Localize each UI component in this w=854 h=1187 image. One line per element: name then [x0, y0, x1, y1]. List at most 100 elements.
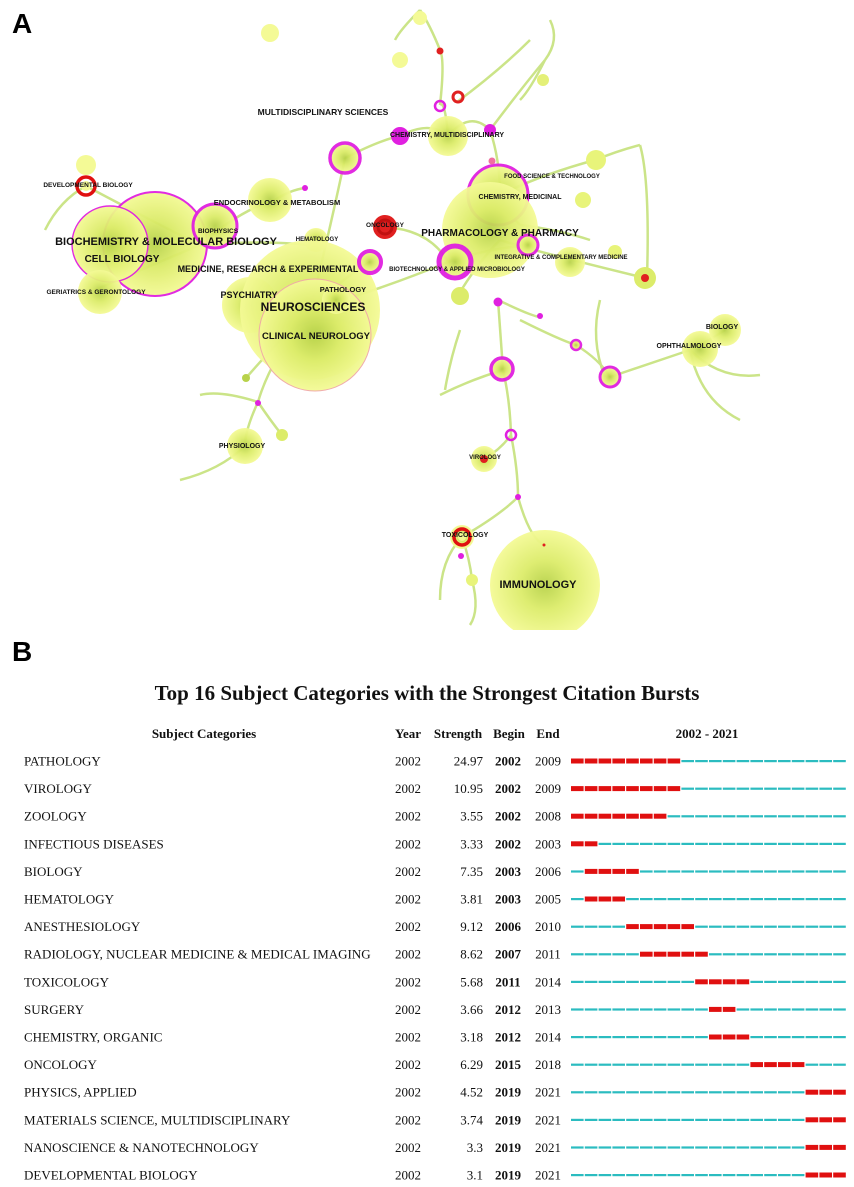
- network-node: [489, 356, 515, 382]
- table-header: Subject Categories Year Strength Begin E…: [152, 726, 739, 741]
- baseline-segment: [695, 1091, 708, 1094]
- baseline-segment: [736, 760, 750, 763]
- baseline-segment: [653, 1174, 667, 1177]
- cell-end: 2021: [535, 1112, 561, 1127]
- node-label-toxicology: TOXICOLOGY: [442, 532, 489, 539]
- network-node: [537, 74, 549, 86]
- baseline-segment: [626, 842, 639, 845]
- network-node: [458, 533, 466, 541]
- baseline-segment: [819, 1008, 832, 1011]
- baseline-segment: [571, 1036, 584, 1039]
- cell-end: 2014: [535, 1030, 562, 1045]
- cell-year: 2002: [395, 1002, 421, 1017]
- baseline-segment: [709, 1063, 722, 1066]
- baseline-segment: [709, 898, 722, 901]
- baseline-segment: [736, 787, 750, 790]
- node-label-cell-biology: CELL BIOLOGY: [85, 254, 160, 265]
- burst-segment: [667, 786, 681, 792]
- baseline-segment: [750, 898, 763, 901]
- cell-category: DEVELOPMENTAL BIOLOGY: [24, 1168, 198, 1183]
- cell-strength: 7.35: [460, 864, 483, 879]
- baseline-segment: [626, 1063, 639, 1066]
- burst-segment: [819, 1089, 832, 1095]
- cell-end: 2013: [535, 1002, 561, 1017]
- burst-segment: [681, 924, 694, 930]
- baseline-segment: [819, 760, 832, 763]
- burst-segment: [612, 758, 625, 764]
- baseline-segment: [833, 925, 846, 928]
- network-node: [542, 543, 546, 547]
- cell-year: 2002: [395, 1168, 421, 1183]
- burst-segment: [833, 1117, 846, 1123]
- baseline-segment: [805, 980, 819, 983]
- baseline-segment: [667, 1063, 681, 1066]
- cell-end: 2010: [535, 919, 561, 934]
- baseline-segment: [750, 1091, 763, 1094]
- baseline-segment: [805, 815, 819, 818]
- baseline-segment: [805, 842, 819, 845]
- baseline-segment: [736, 1091, 750, 1094]
- baseline-segment: [640, 1091, 653, 1094]
- node-label-biotechnology-applied-microbiology: BIOTECHNOLOGY & APPLIED MICROBIOLOGY: [389, 267, 525, 273]
- node-label-biology: BIOLOGY: [706, 324, 739, 331]
- cell-end: 2021: [535, 1085, 561, 1100]
- baseline-segment: [626, 1008, 639, 1011]
- burst-segment: [626, 868, 639, 874]
- baseline-segment: [819, 953, 832, 956]
- baseline-segment: [626, 1118, 639, 1121]
- cell-strength: 9.12: [460, 919, 483, 934]
- node-label-neurosciences: NEUROSCIENCES: [261, 300, 366, 314]
- baseline-segment: [681, 760, 694, 763]
- cell-year: 2002: [395, 1057, 421, 1072]
- baseline-segment: [764, 953, 777, 956]
- cell-end: 2011: [535, 947, 561, 962]
- baseline-segment: [571, 953, 584, 956]
- baseline-segment: [791, 925, 805, 928]
- baseline-segment: [791, 1091, 805, 1094]
- network-node: [81, 181, 91, 191]
- baseline-segment: [571, 1091, 584, 1094]
- baseline-segment: [764, 1174, 777, 1177]
- burst-segment: [791, 1062, 805, 1068]
- network-edge: [438, 49, 444, 106]
- network-node: [484, 124, 496, 136]
- baseline-segment: [833, 815, 846, 818]
- cell-strength: 3.74: [460, 1112, 483, 1127]
- network-nodes: [71, 11, 741, 630]
- baseline-segment: [736, 925, 750, 928]
- cell-year: 2002: [395, 919, 421, 934]
- cell-begin: 2006: [495, 919, 522, 934]
- burst-segment: [640, 758, 653, 764]
- cell-category: ZOOLOGY: [24, 809, 87, 824]
- network-node: [276, 429, 288, 441]
- baseline-segment: [571, 1008, 584, 1011]
- baseline-segment: [722, 1174, 736, 1177]
- baseline-segment: [626, 980, 639, 983]
- burst-segment: [626, 758, 639, 764]
- baseline-segment: [626, 953, 639, 956]
- cell-year: 2002: [395, 1140, 421, 1155]
- baseline-segment: [640, 1008, 653, 1011]
- baseline-segment: [791, 1008, 805, 1011]
- network-node: [413, 11, 427, 25]
- cell-begin: 2019: [495, 1168, 522, 1183]
- baseline-segment: [626, 1174, 639, 1177]
- header-subject-categories: Subject Categories: [152, 726, 256, 741]
- baseline-segment: [764, 842, 777, 845]
- baseline-segment: [764, 1091, 777, 1094]
- cell-strength: 3.81: [460, 892, 483, 907]
- burst-segment: [626, 813, 639, 819]
- baseline-segment: [681, 787, 694, 790]
- baseline-segment: [819, 842, 832, 845]
- burst-segment: [598, 758, 612, 764]
- table-row: RADIOLOGY, NUCLEAR MEDICINE & MEDICAL IM…: [24, 947, 846, 962]
- header-year: Year: [395, 726, 421, 741]
- baseline-segment: [640, 870, 653, 873]
- cell-category: ONCOLOGY: [24, 1057, 98, 1072]
- baseline-segment: [640, 1063, 653, 1066]
- cell-end: 2009: [535, 754, 561, 769]
- burst-segment: [584, 813, 598, 819]
